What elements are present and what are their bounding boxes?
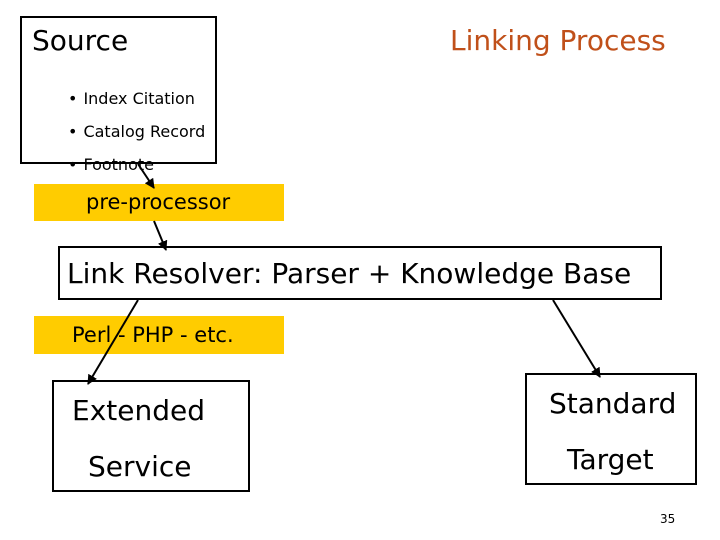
extended-service-line1: Extended xyxy=(72,394,205,427)
standard-target-line1: Standard xyxy=(549,387,677,420)
arrow-resolver-to-standard xyxy=(552,299,601,378)
source-box: Source Index Citation Catalog Record Foo… xyxy=(20,16,217,174)
standard-target-line2: Target xyxy=(567,443,654,476)
languages-label: Perl - PHP - etc. xyxy=(72,323,234,347)
extended-service-box: Extended Service xyxy=(52,380,250,492)
page-title: Linking Process xyxy=(450,24,666,57)
link-resolver-box: Link Resolver: Parser + Knowledge Base xyxy=(58,246,662,300)
source-item-footnote: Footnote xyxy=(68,152,205,185)
standard-target-box: Standard Target xyxy=(525,373,697,485)
preprocessor-label: pre-processor xyxy=(86,190,231,214)
extended-service-line2: Service xyxy=(88,450,192,483)
preprocessor-box: pre-processor xyxy=(34,184,284,221)
source-list: Index Citation Catalog Record Footnote xyxy=(68,86,205,185)
languages-box: Perl - PHP - etc. xyxy=(34,316,284,354)
source-item-catalog-record: Catalog Record xyxy=(68,119,205,152)
page-number: 35 xyxy=(660,512,676,526)
source-title: Source xyxy=(32,24,129,57)
link-resolver-label: Link Resolver: Parser + Knowledge Base xyxy=(67,257,632,290)
source-item-index-citation: Index Citation xyxy=(68,86,205,119)
